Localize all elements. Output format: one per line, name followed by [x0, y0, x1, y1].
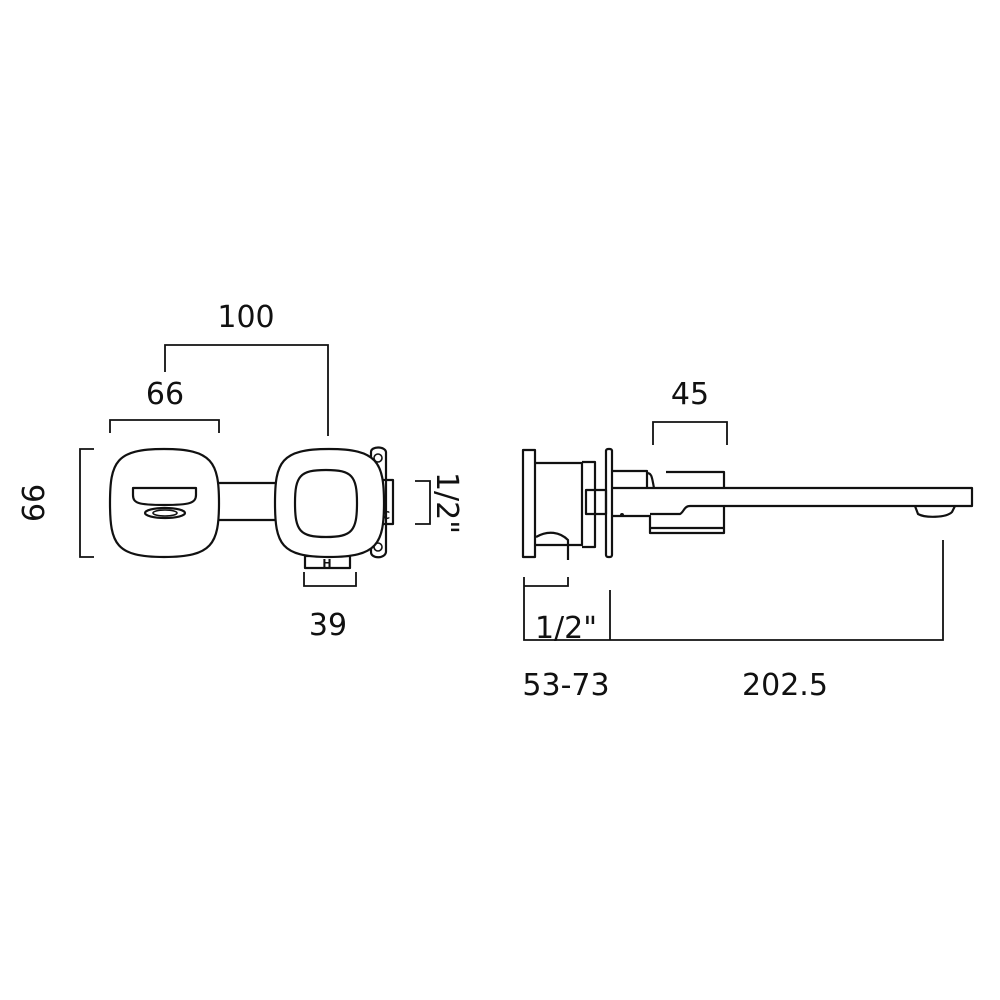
lever-handle-top: [613, 469, 726, 489]
spout-outlet: [131, 486, 198, 507]
dimension-line-height: [79, 448, 94, 558]
dimension-label-body-width: 39: [309, 608, 347, 643]
hot-inlet-elbow: [535, 531, 570, 560]
hot-mark: H: [322, 557, 331, 570]
wall-flange: [521, 448, 537, 559]
dimension-line-side-inlet: [523, 577, 569, 587]
control-handle-plate: [273, 447, 386, 559]
grub-screw-icon: [620, 513, 624, 517]
side-view: 45 1/2" 53-73 202.5: [521, 377, 974, 703]
dimension-label-height: 99: [14, 484, 49, 522]
cold-mark: C: [382, 509, 390, 522]
aerator-icon: [913, 505, 956, 518]
dimension-label-centres: 100: [217, 300, 274, 335]
front-view: 100 66 99 C H 1/2" 39: [14, 300, 464, 643]
wall-plate: [604, 447, 614, 559]
dimension-label-handle-depth: 45: [671, 377, 709, 412]
mounting-bracket: [369, 446, 388, 559]
dimension-line-handle-depth: [652, 421, 728, 445]
dimension-label-wall-depth: 53-73: [522, 668, 609, 703]
dimension-line-inlet: [415, 480, 431, 525]
dimension-line-handle-width: [109, 419, 220, 433]
dimension-line-body-width: [303, 572, 357, 587]
aerator-inner: [152, 509, 178, 517]
dimension-line-centres: [164, 344, 329, 436]
dimension-line-projection: [523, 540, 944, 641]
lever-handle-bottom: [613, 505, 726, 535]
dimension-label-inlet: 1/2": [429, 472, 464, 534]
screw-hole-icon: [373, 453, 383, 463]
control-handle: [293, 468, 359, 539]
spout-cover-plate: [108, 447, 221, 559]
dimension-label-spout-projection: 202.5: [742, 668, 828, 703]
spout: [613, 486, 974, 516]
dimension-label-handle-width: 66: [146, 377, 184, 412]
valve-body: [535, 460, 597, 549]
connecting-bar: [219, 481, 276, 522]
aerator-icon: [143, 506, 187, 520]
